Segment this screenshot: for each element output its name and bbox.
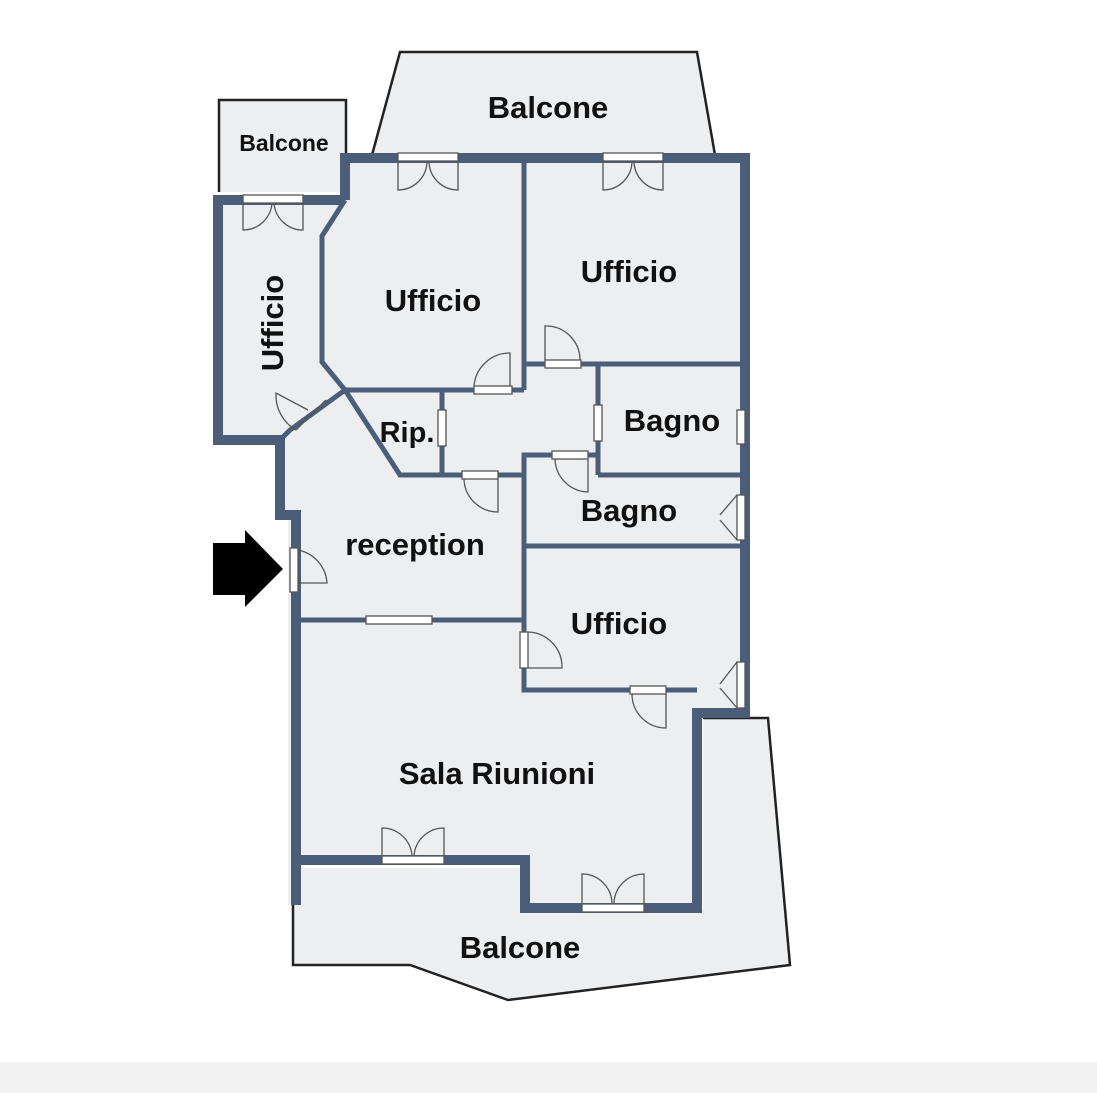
label-ufficio-lower: Ufficio <box>571 606 667 641</box>
label-bagno-lower: Bagno <box>581 493 677 528</box>
door-sala-left <box>381 827 445 865</box>
door-balcony-small <box>242 194 304 231</box>
balcony-small-edge <box>217 98 348 192</box>
arrow-right-icon <box>213 530 283 607</box>
door-bagno-lower <box>551 450 746 541</box>
door-rip <box>437 409 447 447</box>
interior-floor <box>218 158 745 908</box>
door-sala-right <box>581 873 645 913</box>
label-balcone-bottom: Balcone <box>460 930 581 965</box>
label-rip: Rip. <box>380 417 435 449</box>
door-reception-sliding <box>365 615 433 625</box>
door-bagno-upper <box>593 404 746 445</box>
label-sala-riunioni: Sala Riunioni <box>399 756 595 791</box>
label-ufficio-center: Ufficio <box>385 283 481 318</box>
label-reception: reception <box>345 527 485 562</box>
label-bagno-upper: Bagno <box>624 403 720 438</box>
door-ufficio-right <box>544 325 582 369</box>
label-balcone-small: Balcone <box>239 130 328 156</box>
balcony-bottom <box>293 718 790 1000</box>
balcony-top-edge <box>370 50 717 156</box>
door-balcony-center <box>397 152 459 191</box>
wall-ufficio-left <box>278 198 349 442</box>
balcony-small <box>219 100 346 192</box>
door-ufficio-left <box>275 391 327 431</box>
label-ufficio-right: Ufficio <box>581 254 677 289</box>
label-ufficio-left: Ufficio <box>255 275 290 371</box>
door-balcony-right <box>602 152 664 191</box>
door-ufficio-lower <box>519 631 746 729</box>
balcony-bottom-edge <box>291 716 792 1002</box>
door-corridor <box>461 470 499 513</box>
door-entrance <box>289 547 328 593</box>
bottom-strip <box>0 1062 1097 1093</box>
label-balcone-top: Balcone <box>488 90 609 125</box>
balcony-top <box>372 52 715 155</box>
door-ufficio-center <box>473 352 513 395</box>
